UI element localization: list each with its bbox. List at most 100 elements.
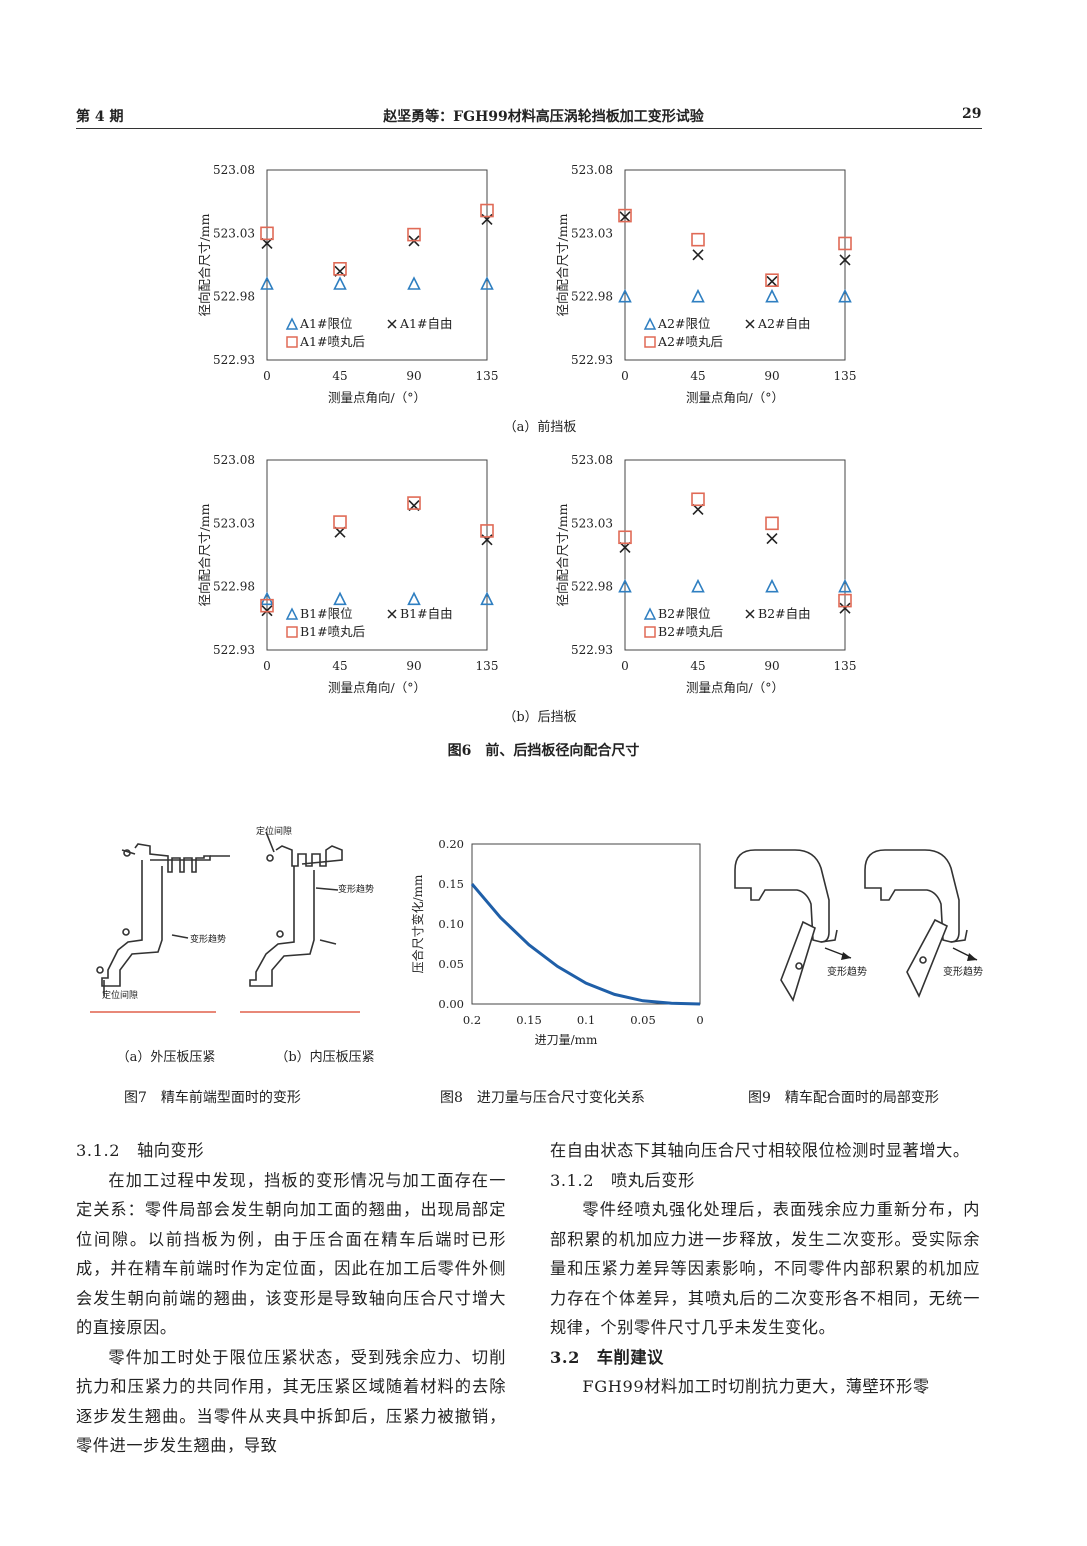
fig6b-caption: （b）后挡板 <box>503 710 577 725</box>
y-tick-label: 522.98 <box>213 580 255 594</box>
legend-label: A2#喷丸后 <box>657 334 723 349</box>
x-tick-label: 0.1 <box>577 1013 595 1027</box>
x-tick-label: 45 <box>690 659 705 673</box>
data-point-x <box>839 254 851 266</box>
data-point-square <box>765 273 779 287</box>
data-point-triangle <box>765 288 779 303</box>
legend-marker-triangle <box>285 317 299 330</box>
fig9-caption: 图9 精车配合面时的局部变形 <box>748 1090 939 1106</box>
x-tick-label: 0 <box>696 1013 703 1027</box>
x-tick-label: 135 <box>476 659 499 673</box>
data-point-triangle <box>618 578 632 593</box>
paragraph: 零件经喷丸强化处理后，表面残余应力重新分布，内部积累的机加应力进一步释放，发生二… <box>550 1200 980 1337</box>
data-point-square <box>480 203 494 218</box>
y-tick-label: 522.98 <box>571 290 613 304</box>
y-tick-label: 523.03 <box>213 226 255 240</box>
data-point-triangle <box>838 578 852 593</box>
data-point-square <box>618 530 632 545</box>
fig6-caption: 图6 前、后挡板径向配合尺寸 <box>447 743 640 759</box>
data-point-square <box>765 516 779 531</box>
data-point-triangle <box>618 288 632 303</box>
y-axis-label: 径向配合尺寸/mm <box>197 213 212 316</box>
x-tick-label: 90 <box>406 659 421 673</box>
data-point-x <box>692 249 704 261</box>
fig6a-caption: （a）前挡板 <box>503 420 577 435</box>
legend-label: A1#自由 <box>399 316 452 331</box>
data-point-square <box>691 232 705 247</box>
legend-label: A2#自由 <box>757 316 810 331</box>
data-point-triangle <box>407 591 421 606</box>
y-tick-label: 523.03 <box>571 516 613 530</box>
legend-label: A1#喷丸后 <box>299 334 365 349</box>
data-point-triangle <box>407 276 421 290</box>
data-point-triangle <box>691 288 705 303</box>
section-heading-3-1-2-shot: 3.1.2 喷丸后变形 <box>550 1170 695 1190</box>
data-point-triangle <box>333 276 347 290</box>
data-point-square <box>407 496 421 510</box>
legend-marker-triangle <box>285 607 299 620</box>
x-tick-label: 0.15 <box>516 1013 542 1027</box>
x-tick-label: 135 <box>834 659 857 673</box>
x-tick-label: 0.2 <box>463 1013 481 1027</box>
y-tick-label: 523.08 <box>213 453 255 467</box>
y-tick-label: 523.03 <box>213 516 255 530</box>
data-point-triangle <box>765 578 779 593</box>
data-point-triangle <box>333 591 347 606</box>
fig7-caption: 图7 精车前端型面时的变形 <box>124 1090 301 1106</box>
y-axis-label: 径向配合尺寸/mm <box>555 503 570 606</box>
fig9-schematic: 变形趋势 变形趋势 <box>734 849 983 1002</box>
data-point-square <box>260 226 274 241</box>
y-tick-label: 523.08 <box>571 163 613 177</box>
legend-marker-x <box>387 319 397 329</box>
legend-marker-square <box>286 336 298 348</box>
data-point-triangle <box>838 288 852 303</box>
legend-label: B1#喷丸后 <box>300 624 365 639</box>
y-tick-label: 0.10 <box>438 917 464 931</box>
page-number: 29 <box>962 106 982 122</box>
legend-label: B2#自由 <box>758 606 811 621</box>
legend-marker-triangle <box>643 607 657 620</box>
x-axis-label: 测量点角向/（°） <box>328 680 426 695</box>
plot-frame <box>266 459 488 651</box>
x-tick-label: 135 <box>834 369 857 383</box>
legend-label: A1#限位 <box>299 316 352 331</box>
legend-marker-x <box>745 609 755 619</box>
legend-label: B2#限位 <box>658 606 711 621</box>
x-tick-label: 0 <box>621 369 629 383</box>
legend-label: B2#喷丸后 <box>658 624 723 639</box>
data-point-x <box>766 275 778 288</box>
y-tick-label: 0.15 <box>438 877 464 891</box>
legend-marker-square <box>644 336 656 348</box>
y-tick-label: 522.98 <box>213 290 255 304</box>
x-axis-label: 测量点角向/（°） <box>686 680 784 695</box>
x-axis-label: 测量点角向/（°） <box>686 390 784 405</box>
legend-label: A2#限位 <box>657 316 710 331</box>
data-point-x <box>692 503 704 515</box>
plot-frame <box>471 843 701 1005</box>
x-tick-label: 45 <box>332 659 347 673</box>
data-point-square <box>260 598 274 613</box>
x-tick-label: 90 <box>406 369 421 383</box>
legend-marker-triangle <box>643 317 657 330</box>
x-tick-label: 135 <box>476 369 499 383</box>
data-point-x <box>619 211 631 223</box>
y-tick-label: 522.93 <box>571 643 613 657</box>
data-point-triangle <box>480 276 494 290</box>
data-point-square <box>407 227 421 242</box>
x-tick-label: 90 <box>764 369 779 383</box>
data-point-x <box>766 532 778 545</box>
fig7-label-a1: 定位间隙 <box>102 989 138 1001</box>
paragraph: 在自由状态下其轴向压合尺寸相较限位检测时显著增大。 <box>550 1141 970 1160</box>
legend-label: B1#限位 <box>300 606 353 621</box>
data-point-x <box>261 605 273 617</box>
running-title: 赵坚勇等：FGH99材料高压涡轮挡板加工变形试验 <box>383 109 704 125</box>
plot-frame <box>624 169 846 361</box>
x-tick-label: 90 <box>764 659 779 673</box>
x-tick-label: 45 <box>332 369 347 383</box>
data-point-square <box>838 236 852 251</box>
fig7a-caption: （a）外压板压紧 <box>116 1050 216 1065</box>
data-point-square <box>333 262 347 276</box>
